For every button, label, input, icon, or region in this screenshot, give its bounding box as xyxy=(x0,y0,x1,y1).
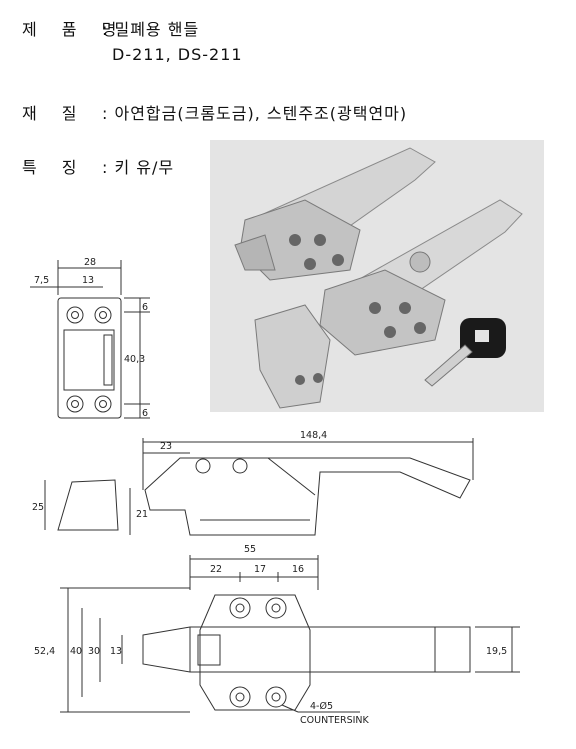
dim-h3: 30 xyxy=(88,646,100,657)
feature-value: 키 유/무 xyxy=(114,158,175,177)
dim-h1: 25 xyxy=(32,502,44,513)
key-icon xyxy=(424,318,506,387)
spec-feature-row: 특 징: 키 유/무 xyxy=(22,154,174,178)
holes-label: 4-Ø5 xyxy=(310,701,333,712)
handle-lower xyxy=(254,199,523,409)
dim-length: 148,4 xyxy=(300,430,327,441)
dim-d1: 22 xyxy=(210,564,222,575)
dim-width: 28 xyxy=(84,257,96,268)
separator: : xyxy=(102,158,109,177)
dim-top: 6 xyxy=(142,302,148,313)
dim-d2: 17 xyxy=(254,564,266,575)
dim-bottom: 6 xyxy=(142,408,148,419)
dim-h4: 13 xyxy=(110,646,122,657)
front-view: 28 7,5 13 6 40,3 6 xyxy=(30,257,150,419)
material-label: 재 질 xyxy=(22,104,87,123)
dim-offset: 23 xyxy=(160,441,172,452)
handle-upper xyxy=(234,147,436,281)
dim-h1: 52,4 xyxy=(34,646,55,657)
spec-product-row: 제 품 명: 밀폐용 핸들 xyxy=(22,16,199,40)
material-value: 아연합금(크롬도금), 스텐주조(광택연마) xyxy=(114,104,408,123)
dim-d3: 16 xyxy=(292,564,304,575)
dim-dia: 19,5 xyxy=(486,646,507,657)
product-value: 밀폐용 핸들 xyxy=(114,20,200,39)
spec-material-row: 재 질: 아연합금(크롬도금), 스텐주조(광택연마) xyxy=(22,100,407,124)
separator: : xyxy=(102,20,109,39)
model-numbers: D-211, DS-211 xyxy=(112,45,243,64)
dim-h2: 40 xyxy=(70,646,82,657)
separator: : xyxy=(102,104,109,123)
countersink-label: COUNTERSINK xyxy=(300,715,370,726)
side-view: 148,4 23 25 21 xyxy=(32,430,474,536)
dim-height: 40,3 xyxy=(124,354,145,365)
top-view: 55 22 17 16 52,4 40 30 13 19,5 4-Ø5 COUN… xyxy=(34,544,520,726)
dim-a: 7,5 xyxy=(34,275,49,286)
dim-h2: 21 xyxy=(136,509,148,520)
feature-label: 특 징 xyxy=(22,158,87,177)
product-label: 제 품 명 xyxy=(22,20,127,39)
dim-w: 55 xyxy=(244,544,256,555)
technical-drawing: 28 7,5 13 6 40,3 6 148,4 23 25 21 xyxy=(30,257,520,726)
dim-b: 13 xyxy=(82,275,94,286)
product-photo xyxy=(210,140,544,412)
